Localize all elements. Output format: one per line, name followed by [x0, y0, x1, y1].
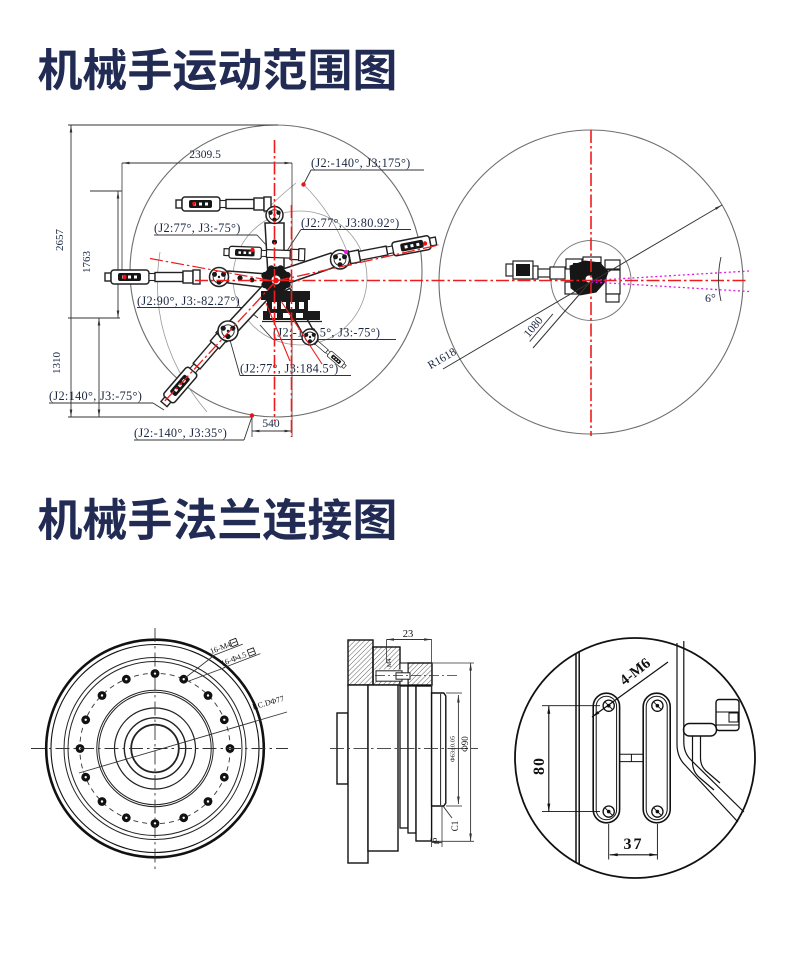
svg-text:4-M6: 4-M6	[617, 655, 654, 689]
svg-text:80: 80	[531, 757, 548, 775]
svg-text:(J2:77°, J3:-75°): (J2:77°, J3:-75°)	[154, 221, 241, 235]
svg-text:(J2:-129.5°, J3:-75°): (J2:-129.5°, J3:-75°)	[273, 326, 380, 340]
svg-text:23: 23	[403, 629, 414, 640]
svg-text:R1618: R1618	[426, 346, 459, 372]
svg-text:540: 540	[262, 418, 280, 430]
svg-text:1763: 1763	[81, 251, 93, 274]
svg-text:(J2:77°, J3:80.92°): (J2:77°, J3:80.92°)	[301, 216, 400, 230]
svg-text:2309.5: 2309.5	[189, 149, 221, 161]
svg-text:C1: C1	[450, 821, 460, 832]
svg-text:2657: 2657	[54, 229, 66, 252]
svg-text:P.C.DΦ77: P.C.DΦ77	[251, 694, 285, 712]
svg-text:M4: M4	[387, 659, 393, 667]
svg-text:(J2:-140°, J3:175°): (J2:-140°, J3:175°)	[311, 156, 411, 170]
svg-text:(J2:77°, J3:184.5°): (J2:77°, J3:184.5°)	[240, 362, 339, 376]
svg-text:Φ63±0.05: Φ63±0.05	[450, 736, 457, 762]
svg-text:6°: 6°	[705, 291, 716, 305]
svg-text:Φ90: Φ90	[460, 736, 470, 752]
svg-text:16-Φ4.5: 16-Φ4.5	[220, 650, 248, 668]
svg-text:(J2:-140°, J3:35°): (J2:-140°, J3:35°)	[134, 426, 227, 440]
svg-text:37: 37	[624, 836, 644, 853]
svg-text:1310: 1310	[51, 352, 63, 375]
svg-text:(J2:140°, J3:-75°): (J2:140°, J3:-75°)	[49, 389, 142, 403]
svg-text:16-M4: 16-M4	[209, 640, 233, 656]
svg-text:(J2:90°, J3:-82.27°): (J2:90°, J3:-82.27°)	[137, 294, 240, 308]
svg-text:6: 6	[429, 837, 439, 842]
